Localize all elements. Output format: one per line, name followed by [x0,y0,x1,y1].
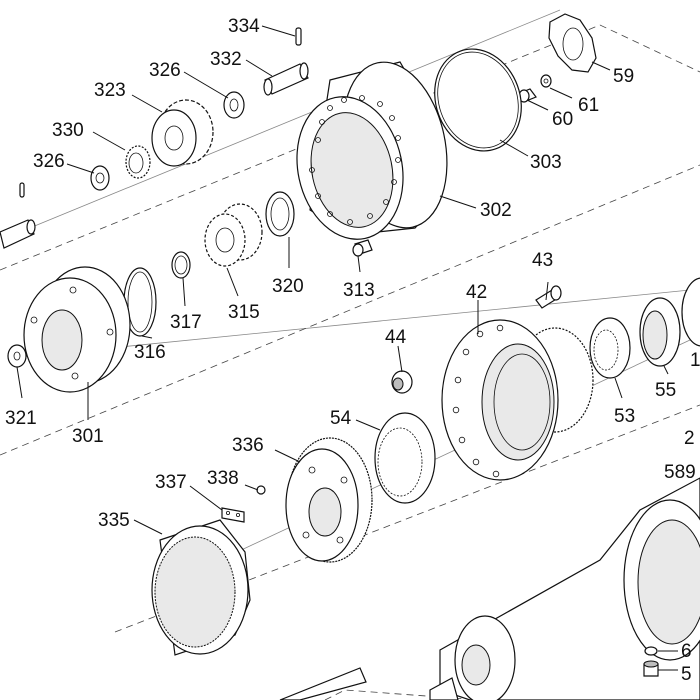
label-589: 589 [664,462,696,483]
label-59: 59 [613,66,634,87]
label-53: 53 [614,406,635,427]
label-326-lower: 326 [33,151,65,172]
label-303: 303 [530,152,562,173]
label-313: 313 [343,280,375,301]
label-326-upper: 326 [149,60,181,81]
part-335-ring-gear [151,519,251,656]
part-59-lock-nut [548,13,597,73]
label-301: 301 [72,426,104,447]
part-pin-left [19,182,25,198]
part-5-plug [643,660,659,677]
label-317: 317 [170,312,202,333]
part-313-bolt [352,239,373,257]
label-334: 334 [228,16,260,37]
label-1: 1 [690,350,700,371]
part-326-washer-upper [223,91,245,119]
label-338: 338 [207,468,239,489]
part-326-washer-lower [90,165,110,191]
part-321-washer [7,344,27,368]
part-54-bearing [374,412,436,504]
part-55-seal [639,297,681,367]
part-332-shaft [263,62,309,96]
part-shaft-left [0,219,36,249]
part-44-nut [391,370,413,394]
part-axle-housing [429,477,700,700]
part-330-needle-bearing [125,145,151,179]
part-60-bolt [518,88,537,103]
part-6-o-ring [644,646,658,656]
label-336: 336 [232,435,264,456]
label-44: 44 [385,327,407,348]
part-334-pin [295,27,302,46]
label-60: 60 [552,109,573,130]
label-320: 320 [272,276,304,297]
part-316-retaining-ring [123,267,157,337]
part-53-bearing [589,317,631,379]
part-320-snap-ring [265,191,295,237]
part-323-gear [151,99,214,167]
label-315: 315 [228,302,260,323]
part-42-wheel-hub [441,319,594,481]
part-drive-shaft [279,667,367,700]
label-2: 2 [684,428,695,449]
label-323: 323 [94,80,126,101]
label-316: 316 [134,342,166,363]
part-301-planet-carrier [23,266,131,393]
label-321: 321 [5,408,37,429]
part-1-ring [681,277,700,347]
part-338-screw [256,485,266,495]
part-302-housing [296,61,448,240]
label-337: 337 [155,472,187,493]
label-42: 42 [466,282,487,303]
part-43-stud-bolt [535,285,562,309]
part-315-sun-gear [204,203,263,267]
label-61: 61 [578,95,599,116]
part-337-lock-plate [221,507,245,523]
part-labels: 334 332 326 323 330 326 59 61 60 303 302… [5,16,700,685]
label-332: 332 [210,49,242,70]
label-6: 6 [681,641,692,662]
part-336-gear-plate [285,437,373,563]
label-5: 5 [681,664,692,685]
part-303-o-ring [434,48,522,152]
label-302: 302 [480,200,512,221]
label-55: 55 [655,380,676,401]
label-54: 54 [330,408,352,429]
part-317-ring [171,251,191,279]
label-43: 43 [532,250,553,271]
leader-lines [16,25,678,671]
label-330: 330 [52,120,84,141]
part-61-washer [540,74,552,88]
label-335: 335 [98,510,130,531]
